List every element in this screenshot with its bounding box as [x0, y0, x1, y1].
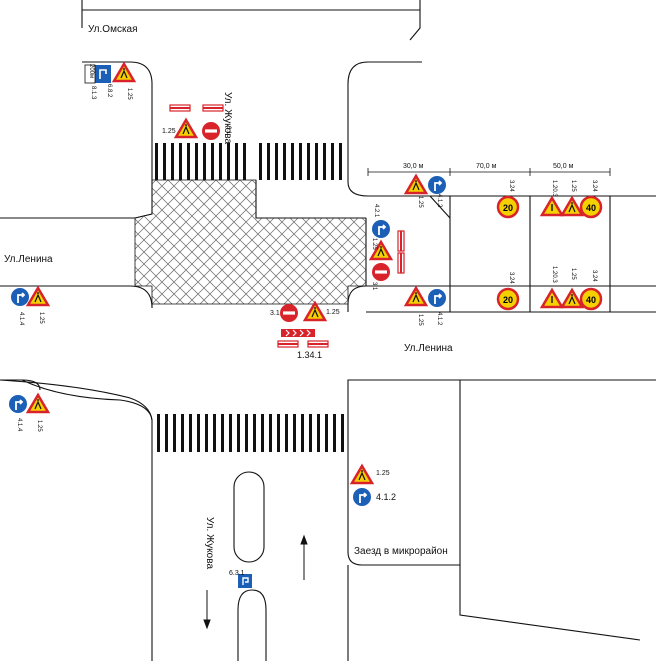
sign-1-25-west — [26, 286, 50, 307]
sign-6-8-2 — [95, 65, 111, 83]
crosswalk-top — [155, 143, 342, 180]
speed-20-upper-text: 20 — [503, 203, 513, 213]
barrier-2 — [202, 104, 224, 112]
code-4-2-1: 4.2.1 — [373, 204, 379, 218]
barrier-vertical-1 — [397, 230, 405, 252]
code-3-24-c: 3.24 — [508, 272, 514, 284]
speed-40-upper-text: 40 — [586, 203, 596, 213]
code-3-1-a: 3.1 — [225, 126, 231, 135]
barrier-3 — [277, 340, 299, 348]
code-4-1-4-b: 4.1.4 — [16, 418, 22, 432]
speed-40-lower-text: 40 — [586, 295, 596, 305]
code-1-25-h: 1.25 — [38, 312, 44, 324]
street-zhukova-bottom: Ул. Жукова — [204, 517, 215, 570]
code-1-25-k: 1.25 — [376, 470, 390, 477]
code-1-25-c: 1.25 — [417, 196, 423, 208]
dim-50m: 50,0 м — [553, 163, 574, 170]
code-3-24-a: 3.24 — [508, 180, 514, 192]
sign-1-25-upper-far — [560, 196, 584, 217]
code-1-20-3-b: 1.20.3 — [551, 266, 557, 283]
barrier-4 — [307, 340, 329, 348]
code-200m: 200м — [88, 64, 94, 79]
sign-1-20-3-lower — [540, 288, 564, 309]
code-3-24-d: 3.24 — [591, 270, 597, 282]
sign-1-25-top-left — [112, 62, 136, 83]
code-3-1-c: 3.1 — [270, 310, 280, 317]
street-omskaya: Ул.Омская — [88, 24, 138, 35]
dimension-line — [367, 168, 611, 176]
sign-1-25-bottom — [303, 301, 327, 322]
sign-6-3-1 — [238, 574, 252, 588]
sign-4-1-2-lower-right — [352, 487, 372, 507]
dim-30m: 30,0 м — [403, 163, 424, 170]
street-entrance: Заезд в микрорайон — [354, 546, 448, 557]
code-4-1-2-a: 4.1.2 — [436, 194, 442, 208]
code-8-1-3: 8.1.3 — [90, 86, 96, 100]
code-6-3-1: 6.3.1 — [229, 570, 245, 577]
code-1-25-j: 1.25 — [36, 420, 42, 432]
code-4-1-2-b: 4.1.2 — [436, 312, 442, 326]
sign-1-25-lower-far — [560, 288, 584, 309]
code-6-8-2: 6.8.2 — [106, 84, 112, 98]
sign-1-25-lower-left — [26, 393, 50, 414]
sign-1-25-east-lower — [404, 286, 428, 307]
barrier-vertical-2 — [397, 252, 405, 274]
hatched-work-zone — [134, 179, 367, 305]
code-1-25-a: 1.25 — [126, 88, 132, 100]
code-1-25-d: 1.25 — [570, 180, 576, 192]
street-lenina-bottom: Ул.Ленина — [404, 343, 453, 354]
sign-1-25-lower-right — [350, 464, 374, 485]
code-1-25-b: 1.25 — [162, 128, 176, 135]
sign-4-2-1 — [371, 219, 391, 239]
sign-3-1-bottom — [280, 304, 298, 322]
plate-8-1-3 — [84, 64, 96, 84]
dim-70m: 70,0 м — [476, 163, 497, 170]
sign-4-1-2-east-lower — [427, 288, 447, 308]
barrier-1 — [169, 104, 191, 112]
sign-1-25-east-upper — [404, 174, 428, 195]
sign-4-1-4-lower — [8, 394, 28, 414]
street-zhukova-top: Ул. Жукова — [222, 92, 233, 145]
code-3-1-b: 3.1 — [371, 282, 377, 291]
barrier-1-34-1-a — [281, 329, 315, 337]
street-lenina-left: Ул.Ленина — [4, 254, 53, 265]
sign-3-1-top — [202, 122, 220, 140]
code-1-25-f: 1.25 — [417, 314, 423, 326]
code-4-1-4-a: 4.1.4 — [18, 312, 24, 326]
sign-4-1-2-east-upper — [427, 175, 447, 195]
code-3-24-b: 3.24 — [591, 180, 597, 192]
code-4-1-2-c: 4.1.2 — [376, 492, 397, 502]
crosswalk-bottom — [157, 414, 344, 452]
sign-1-25-top — [174, 118, 198, 139]
speed-20-lower-text: 20 — [503, 295, 513, 305]
code-1-25-i: 1.25 — [326, 309, 340, 316]
sign-4-1-4-west — [10, 287, 30, 307]
code-1-34-1: 1.34.1 — [297, 350, 323, 360]
code-1-20-3-a: 1.20.3 — [551, 180, 557, 197]
sign-1-20-3-upper — [540, 196, 564, 217]
code-1-25-e: 1.25 — [371, 238, 377, 250]
sign-3-1-zone — [372, 263, 390, 281]
direction-arrows — [203, 534, 308, 630]
code-1-25-g: 1.25 — [570, 268, 576, 280]
